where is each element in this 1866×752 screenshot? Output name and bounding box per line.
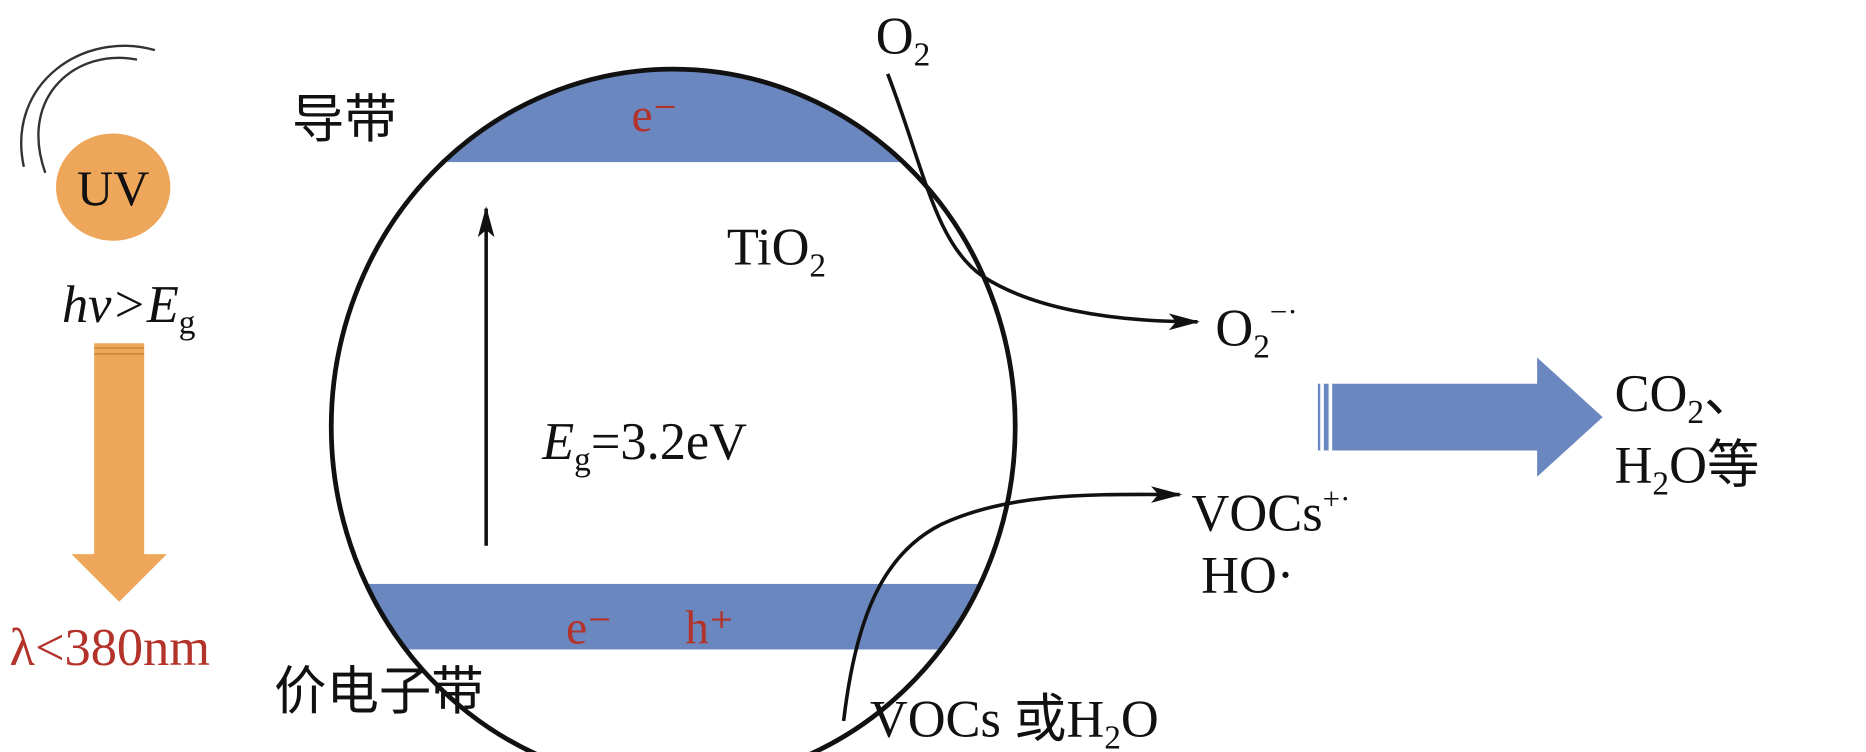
- vocs-water-reactant: VOCs 或H2O: [870, 690, 1159, 752]
- material-label: TiO2: [727, 219, 826, 285]
- valence-band-label: 价电子带: [274, 663, 484, 721]
- wavelength-label: λ<380nm: [10, 619, 211, 677]
- light-down-arrow: [71, 343, 167, 602]
- product-co2: CO2、: [1615, 365, 1757, 431]
- uv-source: UV: [20, 44, 171, 241]
- product-h2o: H2O等: [1615, 437, 1760, 503]
- photon-energy-condition: hv>Eg: [62, 276, 196, 342]
- superoxide-product: O2−·: [1215, 294, 1297, 366]
- vb-hole: h⁺: [685, 603, 734, 655]
- light-wave-icon: [20, 44, 156, 168]
- tio2-particle: [328, 66, 1018, 752]
- uv-sun-icon: [56, 133, 171, 241]
- vb-electron: e⁻: [566, 603, 612, 655]
- uv-label: UV: [77, 160, 149, 216]
- hydroxyl-radical-product: HO·: [1201, 546, 1294, 604]
- valence-band: [331, 583, 1016, 650]
- cb-electron: e⁻: [632, 90, 678, 142]
- energy-bands: [331, 69, 1016, 650]
- oxidation-arrow: [841, 486, 1183, 722]
- oxygen-reactant: O2: [876, 8, 931, 74]
- conduction-band: [331, 69, 1016, 163]
- band-gap-label: Eg=3.2eV: [541, 413, 747, 479]
- light-wave-icon: [37, 56, 138, 174]
- vocs-radical-product: VOCs+·: [1192, 481, 1351, 542]
- products-arrow: [1317, 357, 1603, 477]
- conduction-band-label: 导带: [292, 91, 397, 149]
- oxygen-reduction-arrow: [886, 73, 1200, 331]
